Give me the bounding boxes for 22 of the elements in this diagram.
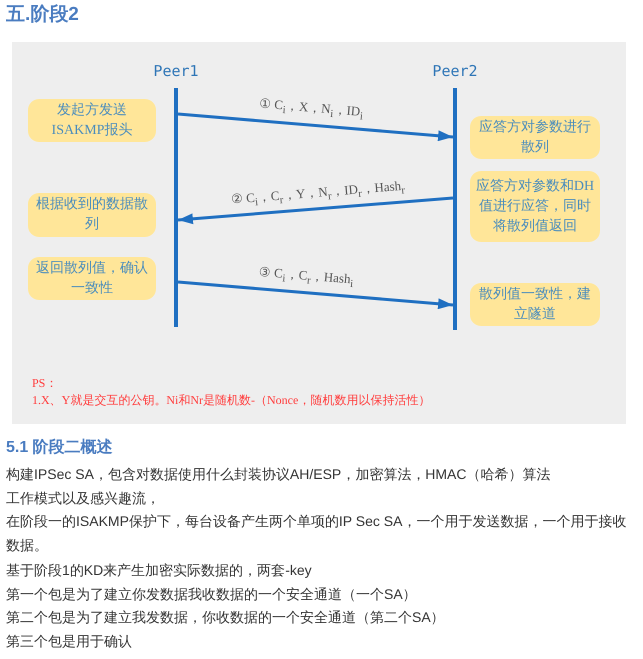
arrow — [178, 280, 454, 310]
participant-label: Peer2 — [431, 61, 479, 82]
paragraph-text: 第一个包是为了建立你发数据我收数据的一个安全通道（一个SA） — [6, 585, 417, 604]
note-text: PS： — [32, 375, 58, 391]
step-box: 应答方对参数进行散列 — [470, 116, 600, 159]
paragraph-text: 第三个包是用于确认 — [6, 632, 132, 651]
paragraph-text: 基于阶段1的KD来产生加密实际数据的，两套-key — [6, 561, 312, 580]
paragraph-text: 工作模式以及感兴趣流， — [6, 489, 160, 508]
step-box: 根据收到的数据散列 — [28, 193, 156, 237]
paragraph-text: 在阶段一的ISAKMP保护下，每台设备产生两个单项的IP Sec SA，一个用于发送数据，一个用于接收数据。 — [6, 512, 628, 555]
step-box: 散列值一致性，建立隧道 — [470, 283, 600, 326]
step-box: 应答方对参数和DH值进行应答，同时将散列值返回 — [470, 171, 600, 242]
arrow — [178, 196, 454, 224]
section-heading: 5.1 阶段二概述 — [6, 438, 113, 458]
participant-label: Peer1 — [152, 61, 200, 82]
heading: 五.阶段2 — [6, 3, 79, 27]
note-text: 1.X、Y就是交互的公钥。Ni和Nr是随机数-（Nonce，随机数用以保持活性） — [32, 392, 430, 408]
step-box: 发起方发送ISAKMP报头 — [28, 99, 156, 142]
arrow — [178, 112, 454, 142]
paragraph-text: 第二个包是为了建立我发数据，你收数据的一个安全通道（第二个SA） — [6, 608, 445, 627]
step-box: 返回散列值，确认一致性 — [28, 257, 156, 300]
paragraph-text: 构建IPSec SA，包含对数据使用什么封装协议AH/ESP，加密算法，HMAC（哈希）算法 — [6, 465, 550, 484]
